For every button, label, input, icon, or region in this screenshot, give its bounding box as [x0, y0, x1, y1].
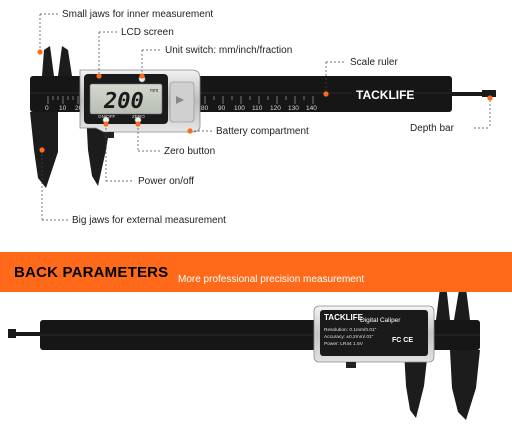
svg-text:mm: mm	[150, 88, 158, 94]
on-off-label: ON/OFF	[98, 114, 116, 119]
callout-depth-bar: Depth bar	[410, 123, 454, 134]
scale-tick-label: 0	[45, 105, 49, 112]
lcd-readout: 200	[103, 89, 144, 114]
banner-title: BACK PARAMETERS	[14, 264, 169, 281]
back-power: Power: LR44 1.5V	[324, 341, 364, 347]
back-accuracy: Accuracy: ±0.2mm/.01"	[324, 334, 374, 340]
small-jaws-back	[436, 292, 470, 320]
scale-tick-label: 110	[252, 105, 263, 112]
callout-lcd-screen: LCD screen	[121, 27, 174, 38]
section-banner	[0, 252, 512, 292]
scale-tick-label: 130	[288, 105, 299, 112]
callout-zero-button: Zero button	[164, 146, 216, 157]
scale-tick-label: 80	[201, 105, 209, 112]
back-brand-logo: TACKLIFE	[324, 313, 364, 322]
zero-label: ZERO	[132, 114, 145, 119]
depth-bar-back	[8, 332, 42, 336]
scale-tick-label: 90	[218, 105, 226, 112]
small-jaws	[42, 46, 72, 76]
scale-tick-label: 120	[270, 105, 281, 112]
callout-scale-ruler: Scale ruler	[350, 57, 398, 68]
depth-bar	[440, 92, 490, 96]
brand-logo: TACKLIFE	[356, 88, 414, 102]
banner-subtitle: More professional precision measurement	[178, 274, 365, 285]
scale-tick-label: 140	[306, 105, 317, 112]
callout-big-jaws: Big jaws for external measurement	[72, 215, 226, 226]
caliper-front-illustration: 0 10 20 80 90 100 110 120 130 140 TACKLI…	[30, 13, 496, 221]
callout-unit-switch: Unit switch: mm/inch/fraction	[165, 45, 293, 56]
big-jaws-back-sliding	[404, 350, 428, 418]
scale-tick-label: 100	[234, 105, 245, 112]
caliper-back-illustration: TACKLIFE Digital Caliper Resolution: 0.1…	[8, 292, 480, 420]
big-jaws-back-fixed	[450, 350, 480, 420]
back-resolution: Resolution: 0.1mm/0.01"	[324, 327, 377, 333]
scale-tick-label: 20	[75, 105, 83, 112]
lcd-screen	[89, 83, 163, 115]
back-cert-marks: FC CE	[392, 337, 413, 344]
back-title: Digital Caliper	[360, 317, 401, 324]
battery-compartment	[169, 81, 195, 123]
callout-small-jaws: Small jaws for inner measurement	[62, 9, 214, 20]
callout-battery: Battery compartment	[216, 126, 309, 137]
scale-tick-label: 10	[59, 105, 67, 112]
scale-ticks	[47, 96, 314, 104]
callout-power: Power on/off	[138, 176, 194, 187]
